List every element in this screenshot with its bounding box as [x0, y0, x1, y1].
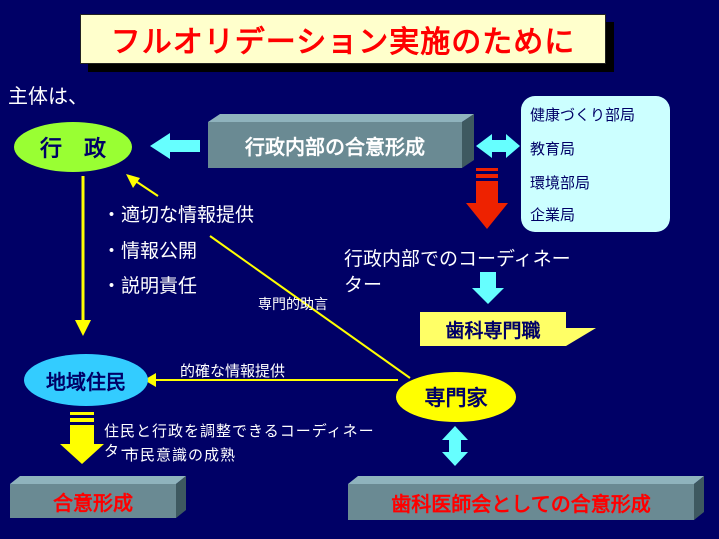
- label-jumin-coordinator: 住民と行政を調整できるコーディネー: [104, 422, 375, 440]
- coordinator-line-2: ター: [344, 274, 383, 296]
- bullet-item: ・適切な情報提供: [102, 204, 255, 226]
- label-tekikaku-joho: 的確な情報提供: [180, 362, 286, 380]
- department-item: 企業局: [530, 206, 576, 224]
- coordinator-line-1: 行政内部でのコーディネー: [344, 248, 571, 270]
- label-shimin-ishiki: 市民意識の成熟: [124, 446, 237, 464]
- shika-wedge: [566, 328, 596, 346]
- node-shika-ishikai: 歯科医師会としての合意形成: [348, 484, 694, 520]
- arrow-to-jumin: [144, 373, 156, 387]
- arrow-to-shika: [472, 272, 504, 304]
- department-item: 健康づくり部局: [530, 106, 636, 124]
- coordinator-label: 行政内部でのコーディネー ター: [344, 246, 571, 298]
- arrow-naibu-to-gyosei: [150, 133, 200, 159]
- node-shika-senmonshoku: 歯科専門職: [420, 312, 566, 346]
- label-jumin-coordinator-2: ター: [104, 442, 137, 460]
- node-senmonka: 専門家: [396, 372, 516, 422]
- bullet-item: ・説明責任: [102, 275, 198, 297]
- node-chiiki-jumin: 地域住民: [24, 354, 148, 406]
- subject-label: 主体は、: [8, 84, 88, 108]
- node-gyosei: 行 政: [14, 122, 132, 172]
- arrow-to-gyosei-small: [126, 174, 140, 188]
- arrow-gyosei-to-jumin: [75, 320, 91, 336]
- red-down-arrow: [466, 168, 508, 229]
- node-gyosei-naibu: 行政内部の合意形成: [208, 122, 462, 168]
- bullet-item: ・情報公開: [102, 240, 198, 262]
- yellow-down-arrow: [60, 412, 104, 464]
- department-list: 健康づくり部局 教育局 環境部局 企業局: [521, 96, 670, 232]
- arrow-naibu-departments: [476, 134, 520, 158]
- label-senmon-jogen: 専門的助言: [258, 297, 328, 313]
- department-item: 教育局: [530, 140, 576, 158]
- arrow-senmonka-ishikai: [442, 426, 468, 466]
- line-advice: [209, 235, 411, 379]
- node-goi-keisei: 合意形成: [10, 484, 176, 518]
- page-title: フルオリデーション実施のために: [80, 14, 606, 64]
- department-item: 環境部局: [530, 174, 591, 192]
